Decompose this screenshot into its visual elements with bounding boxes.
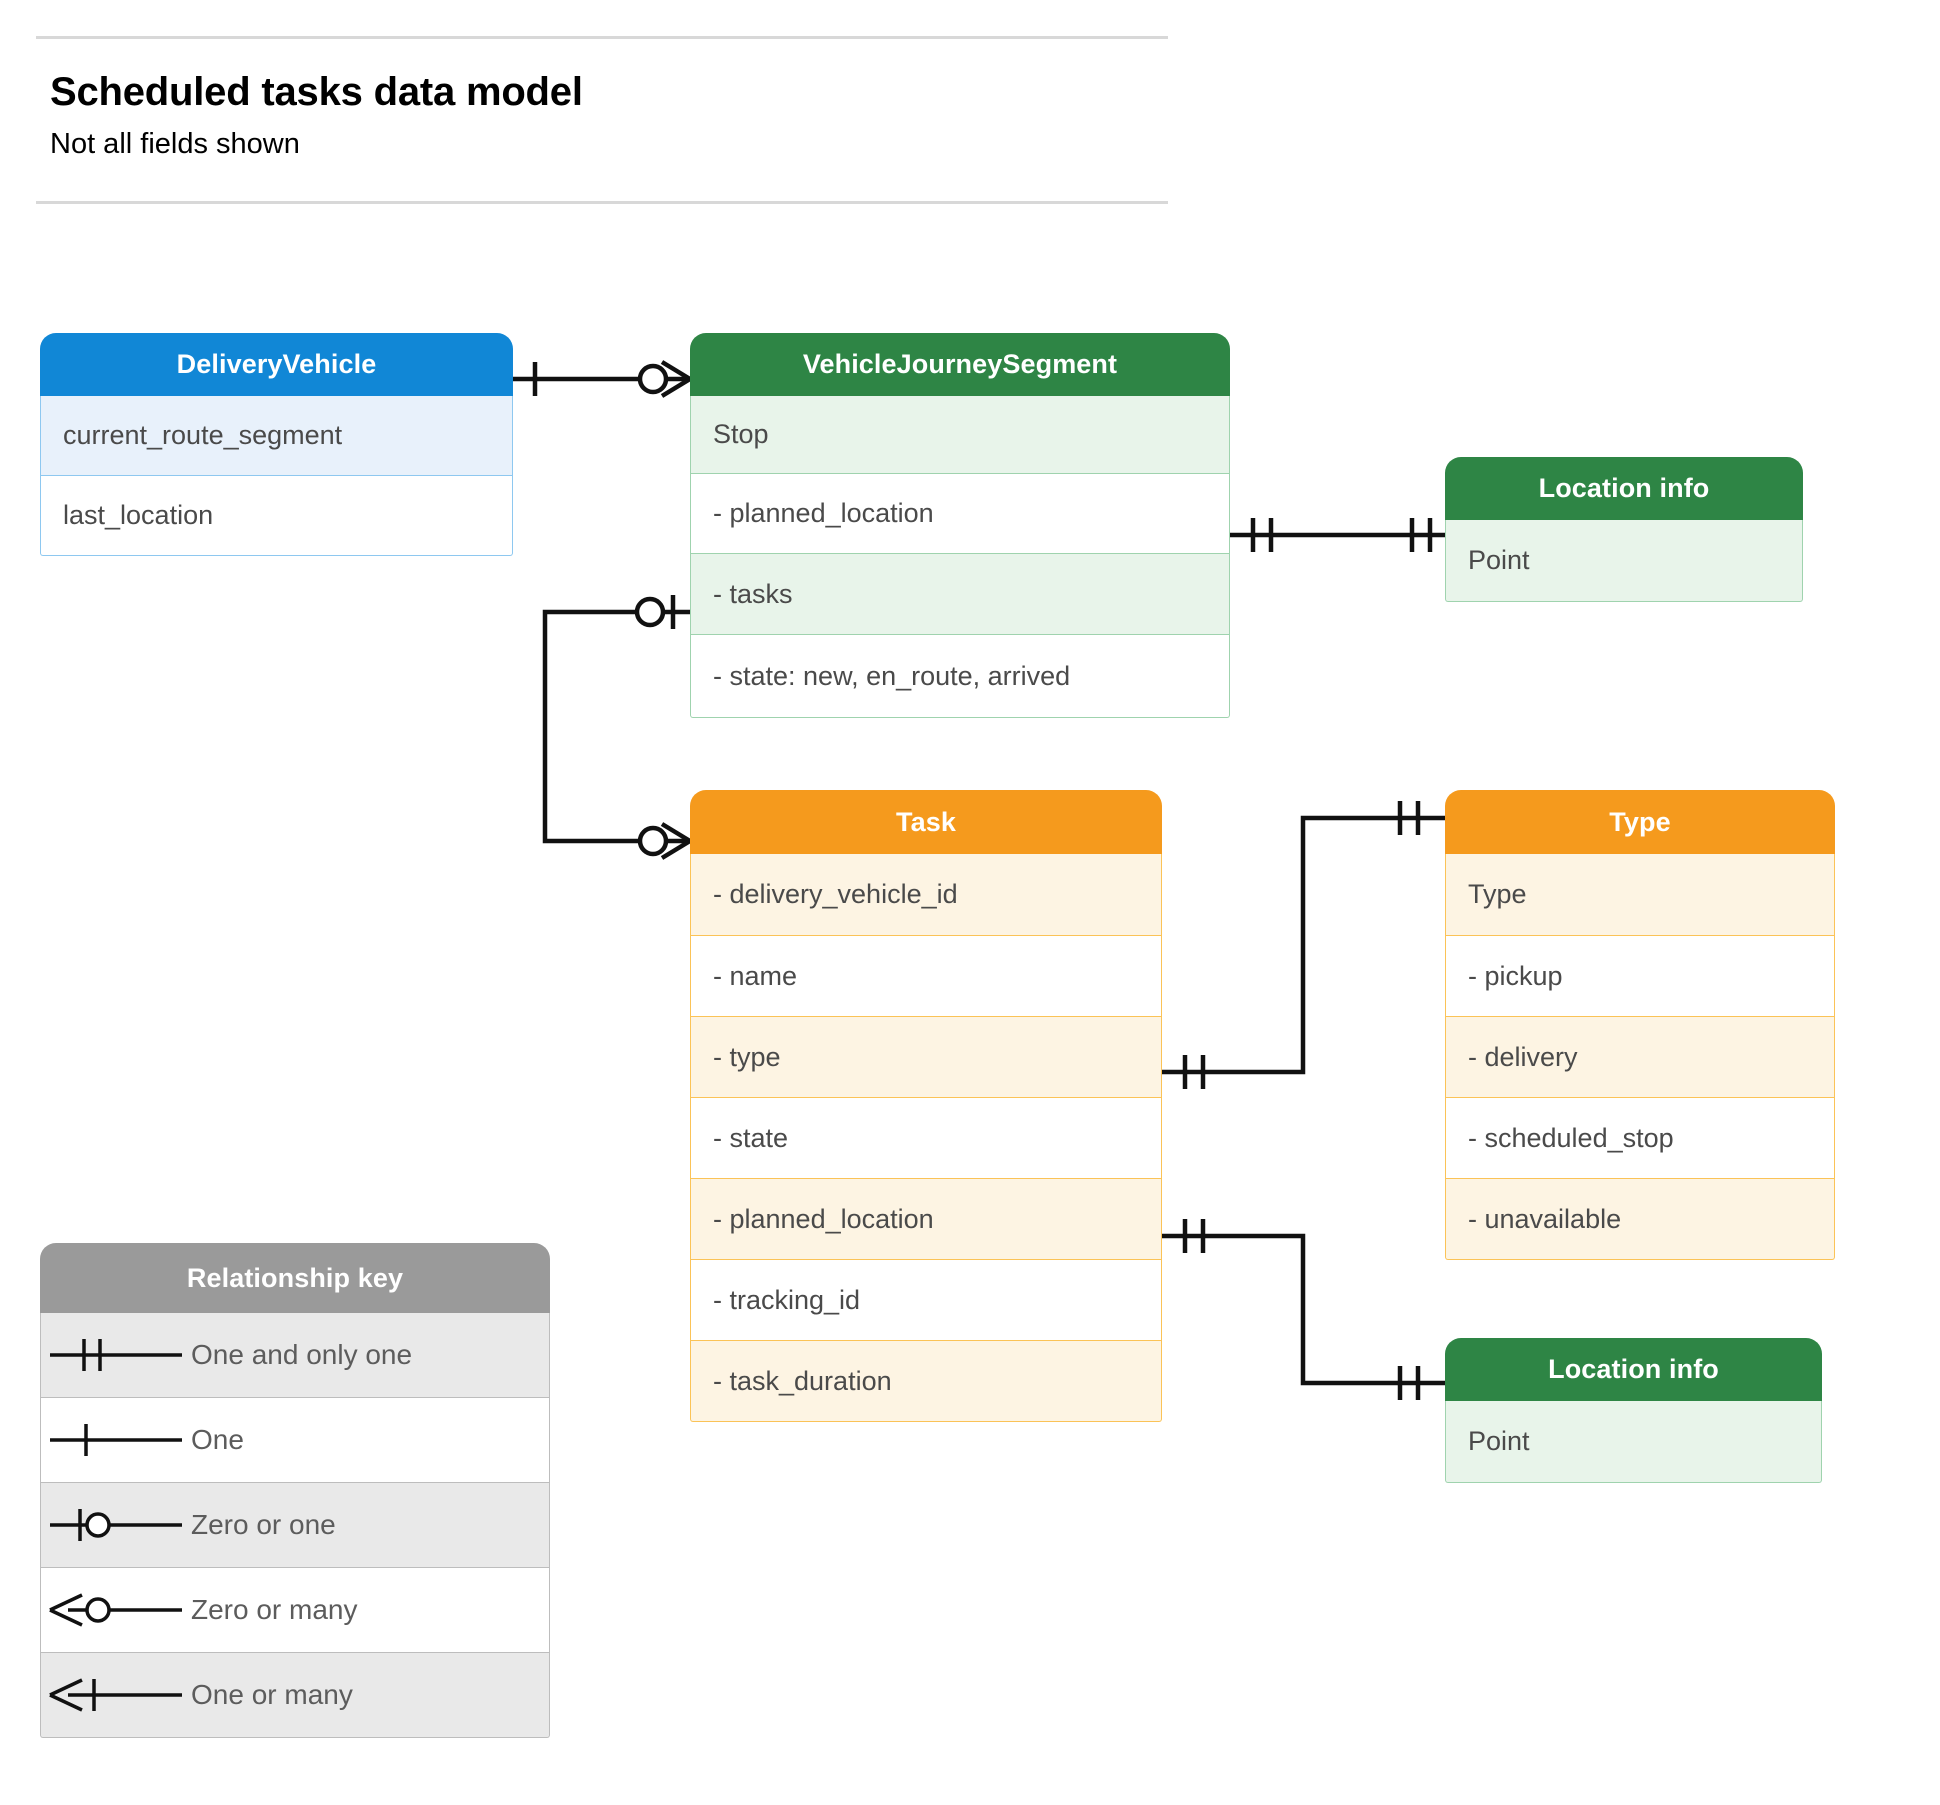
field-row: - unavailable (1445, 1179, 1835, 1260)
page-title: Scheduled tasks data model (50, 70, 583, 114)
field-row: - state: new, en_route, arrived (690, 635, 1230, 718)
one-and-only-one-icon (41, 1333, 191, 1377)
entity-type[interactable]: Type Type - pickup - delivery - schedule… (1445, 790, 1835, 1260)
entity-header-vehicle-journey-segment: VehicleJourneySegment (690, 333, 1230, 396)
connector-vjs-locationinfo-top (1230, 518, 1452, 552)
connector-deliveryvehicle-vehiclejourneysegment (513, 360, 692, 398)
entity-vehicle-journey-segment[interactable]: VehicleJourneySegment Stop - planned_loc… (690, 333, 1230, 718)
entity-location-info-bottom[interactable]: Location info Point (1445, 1338, 1822, 1483)
connector-task-type (1162, 801, 1452, 1089)
legend-item: One and only one (40, 1313, 550, 1398)
field-row: - type (690, 1017, 1162, 1098)
field-row: - name (690, 936, 1162, 1017)
field-row: Stop (690, 396, 1230, 474)
field-row: - planned_location (690, 1179, 1162, 1260)
field-row: current_route_segment (40, 396, 513, 476)
connector-task-locationinfo-bottom (1162, 1219, 1452, 1400)
legend-item-label: Zero or one (191, 1509, 336, 1540)
legend-item-label: Zero or many (191, 1594, 358, 1625)
field-row: - tracking_id (690, 1260, 1162, 1341)
legend-header: Relationship key (40, 1243, 550, 1313)
field-row: Point (1445, 520, 1803, 602)
entity-header-type: Type (1445, 790, 1835, 854)
field-row: - scheduled_stop (1445, 1098, 1835, 1179)
field-row: - task_duration (690, 1341, 1162, 1422)
field-row: last_location (40, 476, 513, 556)
field-row: - tasks (690, 554, 1230, 635)
zero-or-one-icon (41, 1503, 191, 1547)
one-or-many-icon (41, 1673, 191, 1717)
header-divider-top (36, 36, 1168, 39)
legend-item-label: One and only one (191, 1339, 413, 1370)
page-subtitle: Not all fields shown (50, 128, 300, 160)
entity-task[interactable]: Task - delivery_vehicle_id - name - type… (690, 790, 1162, 1422)
legend-item-label: One or many (191, 1679, 353, 1710)
field-row: - delivery_vehicle_id (690, 854, 1162, 936)
legend-relationship-key[interactable]: Relationship key One and only one One (40, 1243, 550, 1738)
entity-header-location-info-top: Location info (1445, 457, 1803, 520)
legend-item: One (40, 1398, 550, 1483)
connector-vjs-tasks-task (542, 595, 692, 860)
field-row: - pickup (1445, 936, 1835, 1017)
entity-location-info-top[interactable]: Location info Point (1445, 457, 1803, 602)
legend-item: Zero or many (40, 1568, 550, 1653)
field-row: - planned_location (690, 474, 1230, 554)
entity-delivery-vehicle[interactable]: DeliveryVehicle current_route_segment la… (40, 333, 513, 556)
one-icon (41, 1418, 191, 1462)
zero-or-many-icon (41, 1588, 191, 1632)
legend-item: One or many (40, 1653, 550, 1738)
field-row: Point (1445, 1401, 1822, 1483)
field-row: - state (690, 1098, 1162, 1179)
entity-header-delivery-vehicle: DeliveryVehicle (40, 333, 513, 396)
field-row: Type (1445, 854, 1835, 936)
legend-item-label: One (191, 1424, 244, 1455)
entity-header-location-info-bottom: Location info (1445, 1338, 1822, 1401)
legend-item: Zero or one (40, 1483, 550, 1568)
header-divider-bottom (36, 201, 1168, 204)
field-row: - delivery (1445, 1017, 1835, 1098)
entity-header-task: Task (690, 790, 1162, 854)
